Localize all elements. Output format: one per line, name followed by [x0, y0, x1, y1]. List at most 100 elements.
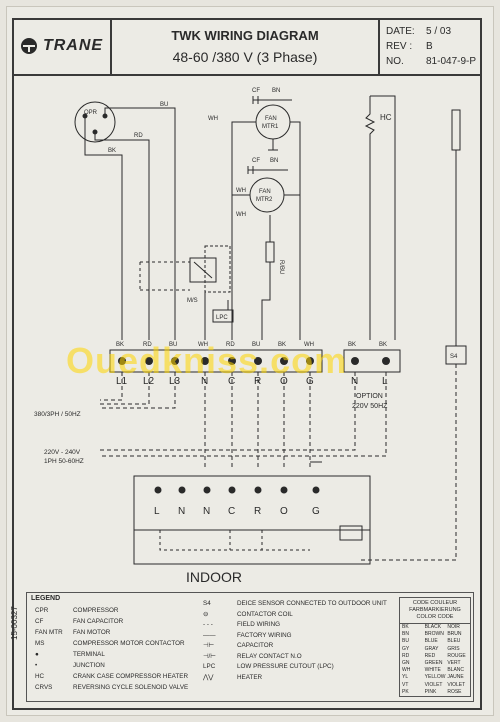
legend-item: ●TERMINAL: [35, 651, 105, 658]
legend-item: •JUNCTION: [35, 662, 105, 669]
indoor-sensor-box: [339, 525, 363, 541]
indoor-terminal-r: R: [254, 506, 261, 517]
term-wire-1: BK: [116, 342, 124, 348]
term-wire-7: BK: [278, 342, 286, 348]
indoor-terminal-block: [133, 475, 371, 531]
wire-bk-label: BK: [108, 148, 116, 154]
brand-logo: TRANE: [12, 18, 112, 76]
date-value: 5 / 03: [426, 26, 452, 37]
contactor-coil: [189, 257, 217, 283]
compressor-symbol: [74, 101, 116, 143]
fan1-label-2: MTR1: [262, 124, 279, 130]
fan1-cap-bn: BN: [272, 88, 280, 94]
supply-1ph-voltage: 220V - 240V: [44, 449, 81, 456]
supply-1ph-freq: 1PH 50-60HZ: [44, 458, 84, 465]
legend-symbol-item: ⋀⋁HEATER: [203, 673, 263, 681]
terminal-r: R: [254, 376, 261, 387]
heater-label: HC: [380, 113, 392, 122]
reversing-valve-coil: [265, 241, 275, 263]
fan1-label-1: FAN: [265, 116, 277, 122]
option-label: OPTION: [356, 393, 383, 400]
watermark-text: Ouedkniss.com: [66, 340, 348, 381]
number-row: NO. 81-047-9-P: [386, 54, 478, 69]
fan2-label-1: FAN: [259, 189, 271, 195]
lpc-label: LPC: [216, 315, 228, 321]
outdoor-terminal-block: [109, 349, 323, 373]
supply-3ph-label: 380/3PH / 50HZ: [34, 411, 81, 418]
trane-logo-icon: [20, 38, 37, 54]
terminal-n: N: [201, 376, 208, 387]
legend-symbol-item: ⊣/⊢RELAY CONTACT N.O: [203, 652, 302, 660]
deice-sensor-probe: [451, 109, 461, 151]
indoor-unit-box: [133, 475, 371, 565]
indoor-terminal-c: C: [228, 506, 235, 517]
indoor-terminal-n1: N: [178, 506, 185, 517]
wire-wh3-label: WH: [236, 212, 246, 218]
terminal-l2: L2: [143, 376, 155, 387]
option-terminal-l: L: [382, 376, 388, 387]
fan-motor-1-symbol: [255, 104, 291, 140]
legend-symbol-item: - - -FIELD WIRING: [203, 621, 281, 628]
title-block: TWK WIRING DIAGRAM 48-60 /380 V (3 Phase…: [112, 18, 380, 76]
option-terminal-block: [343, 349, 401, 373]
fan2-cap-cf: CF: [252, 158, 260, 164]
date-label: DATE:: [386, 26, 415, 37]
contactor-label: M/S: [187, 298, 198, 304]
document-number: 15-00327: [10, 606, 19, 640]
indoor-terminal-o: O: [280, 506, 288, 517]
wire-wh2-label: WH: [236, 188, 246, 194]
rev-label: REV :: [386, 41, 413, 52]
diagram-title: TWK WIRING DIAGRAM: [171, 28, 319, 43]
number-value: 81-047-9-P: [426, 56, 477, 67]
indoor-terminal-l: L: [154, 506, 160, 517]
number-label: NO.: [386, 56, 404, 67]
legend-title: LEGEND: [31, 595, 61, 602]
wire-wh-label: WH: [208, 116, 218, 122]
color-code-table: CODE COULEUR FARBMARKIERUNG COLOR CODE B…: [399, 597, 471, 697]
wire-bu-label: BU: [160, 102, 168, 108]
diagram-subtitle: 48-60 /380 V (3 Phase): [172, 49, 318, 65]
diagram-frame: [12, 18, 482, 710]
revision-block: DATE: 5 / 03 REV : B NO. 81-047-9-P: [380, 18, 482, 76]
fan-motor-2-symbol: [249, 177, 285, 213]
compressor-label: OPR: [84, 110, 98, 116]
fan1-cap-cf: CF: [252, 88, 260, 94]
terminal-c: C: [228, 376, 235, 387]
indoor-label: INDOOR: [186, 569, 242, 585]
s4-label: S4: [450, 354, 458, 360]
legend-symbol-item: ——FACTORY WIRING: [203, 631, 292, 639]
legend-symbol-item: ⊣⊢CAPACITOR: [203, 642, 274, 649]
term-wire-2: RD: [143, 342, 152, 348]
fan2-label-2: MTR2: [256, 197, 273, 203]
option-wire-1: BK: [348, 342, 356, 348]
rev-value: B: [426, 41, 433, 52]
terminal-l3: L3: [169, 376, 181, 387]
terminal-o: O: [280, 376, 288, 387]
fan2-cap-bn: BN: [270, 158, 278, 164]
rev-row: REV : B: [386, 39, 478, 54]
term-wire-8: WH: [304, 342, 314, 348]
indoor-terminal-g: G: [312, 506, 320, 517]
term-wire-3: BU: [169, 342, 177, 348]
wire-rd-label: RD: [134, 133, 143, 139]
